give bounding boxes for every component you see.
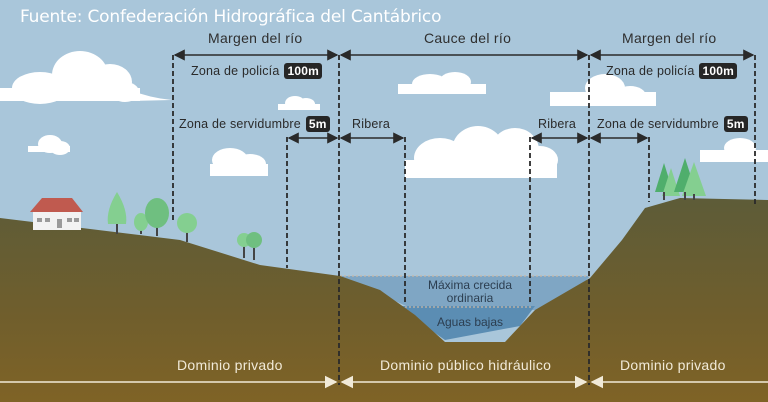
distance-badge: 100m [699,63,737,79]
max-flood-line2: ordinaria [446,291,494,305]
water-low-zone [400,306,535,340]
left-police-zone: Zona de policía 100m [191,63,322,79]
header-riverbed: Cauce del río [424,30,512,46]
house-icon [30,198,83,230]
zone-label: Zona de policía [606,64,695,78]
right-servitude-zone: Zona de servidumbre 5m [597,116,748,132]
zone-label: Zona de servidumbre [179,117,301,131]
source-caption: Fuente: Confederación Hidrográfica del C… [20,7,442,27]
cloud-icon [405,126,558,178]
clouds [0,51,768,178]
water-flood-zone [340,276,590,310]
right-police-zone: Zona de policía 100m [606,63,737,79]
dimension-arrows [173,49,755,144]
cloud-icon [398,72,486,94]
cloud-icon [0,51,172,104]
boundary-lines [172,55,756,385]
distance-badge: 100m [284,63,322,79]
domain-private-right: Dominio privado [620,357,726,373]
distance-badge: 5m [723,116,748,132]
low-water-label: Aguas bajas [436,315,504,329]
header-left-margin: Margen del río [208,30,303,46]
cloud-icon [700,138,768,162]
trees-left [107,192,262,260]
zone-label: Zona de servidumbre [597,117,719,131]
cloud-icon [210,148,268,176]
cloud-icon [28,135,70,155]
domain-private-left: Dominio privado [177,357,283,373]
left-bank-label: Ribera [352,117,391,131]
max-flood-label: Máxima crecida ordinaria [410,279,530,305]
right-bank-label: Ribera [538,117,577,131]
domain-public-hydraulic: Dominio público hidráulico [380,357,552,373]
max-flood-line1: Máxima crecida [427,278,513,292]
cloud-icon [550,74,656,106]
trees-right [655,158,706,200]
ground [0,198,768,402]
zone-label: Zona de policía [191,64,280,78]
header-right-margin: Margen del río [622,30,717,46]
cloud-icon [278,96,320,110]
left-servitude-zone: Zona de servidumbre 5m [179,116,330,132]
distance-badge: 5m [305,116,330,132]
